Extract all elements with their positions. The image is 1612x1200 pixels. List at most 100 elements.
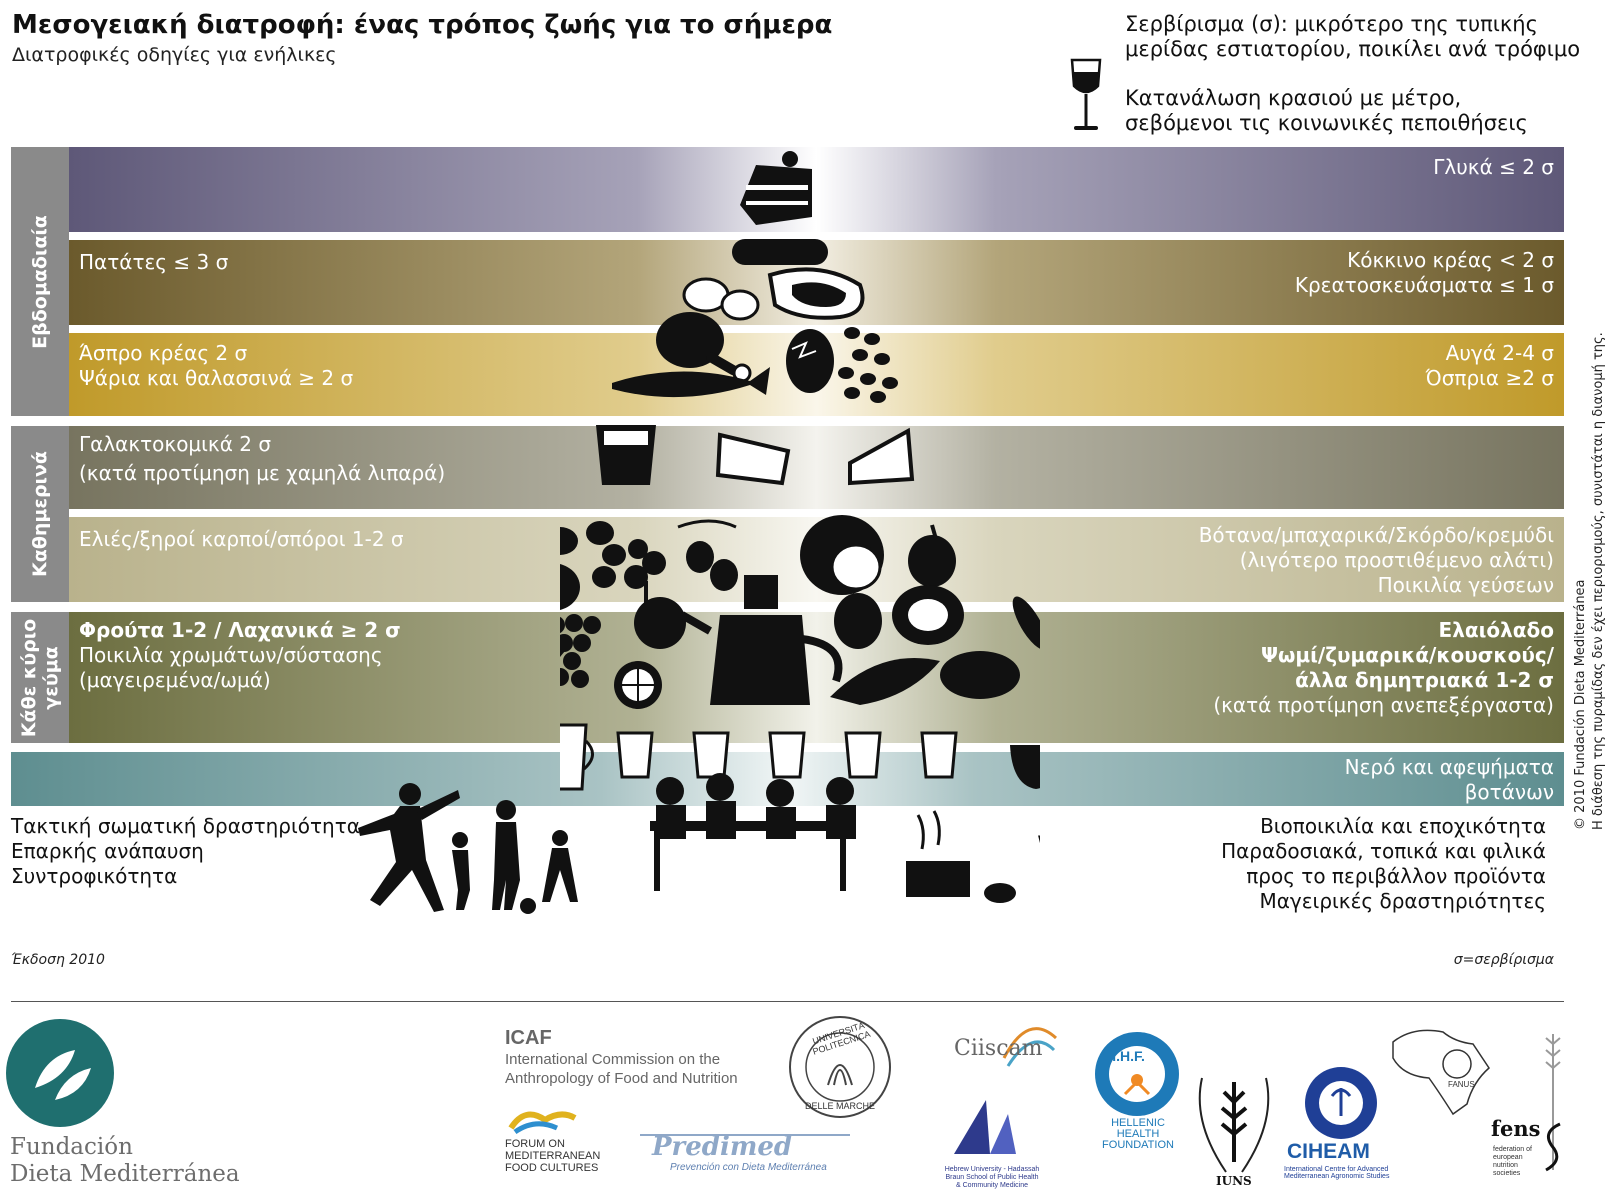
- ciheam-logo-sub: International Centre for Advanced Medite…: [1284, 1166, 1389, 1180]
- parsley-icon: [624, 539, 666, 607]
- lifestyle-left: Τακτική σωματική δραστηριότητα Επαρκής α…: [11, 814, 360, 889]
- ciheam-logo-text: CIHEAM: [1287, 1140, 1370, 1163]
- band-olives-right-1: Βότανα/μπαχαρικά/Σκόρδο/κρεμύδι: [1198, 523, 1554, 547]
- band-dairy-left-1: Γαλακτοκομικά 2 σ: [79, 432, 272, 456]
- band-fruits-right-1: Ελαιόλαδο: [1438, 618, 1554, 642]
- fanus-logo-text: FANUS: [1448, 1080, 1475, 1089]
- side-label-every-meal-line2: γεύμα: [40, 645, 62, 710]
- fens-logo-sub2: european: [1493, 1154, 1523, 1161]
- wine-glass-icon: [1070, 58, 1102, 130]
- apple-icon: [634, 597, 686, 649]
- band-meat-right-1: Κόκκινο κρέας < 2 σ: [1347, 248, 1554, 272]
- band-fruits-right-3: άλλα δημητριακά 1-2 σ: [1295, 668, 1554, 692]
- icaf-logo-title: ICAF: [505, 1027, 552, 1049]
- band-white-meat-left-1: Άσπρο κρέας 2 σ: [79, 341, 248, 365]
- side-label-daily: Καθημερινά: [29, 451, 51, 577]
- serving-note: Σερβίρισμα (σ): μικρότερο της τυπικής με…: [1125, 12, 1595, 62]
- band-meat-right-2: Κρεατοσκευάσματα ≤ 1 σ: [1294, 273, 1554, 297]
- band-dairy-left: Γαλακτοκομικά 2 σ (κατά προτίμηση με χαμ…: [79, 432, 445, 486]
- olives-icon: [677, 519, 738, 591]
- predimed-logo-sub: Prevención con Dieta Mediterránea: [670, 1162, 827, 1173]
- physical-activity-icon: [358, 783, 578, 914]
- fens-logo-sub4: societies: [1493, 1170, 1521, 1177]
- ciiscam-logo: Ciiscam: [910, 1018, 1060, 1074]
- hebrew-university-logo-icon: [954, 1100, 1016, 1154]
- edition-label: Έκδοση 2010: [11, 952, 105, 968]
- band-sweets-right: Γλυκά ≤ 2 σ: [1433, 155, 1554, 179]
- band-olives-left: Ελιές/ξηροί καρποί/σπόροι 1-2 σ: [79, 527, 404, 551]
- iuns-logo-icon: [1198, 1077, 1270, 1173]
- band-fruits-left-3: (μαγειρεμένα/ωμά): [79, 668, 271, 692]
- sausage-icon: [732, 239, 828, 265]
- lifestyle-right-1: Βιοποικιλία και εποχικότητα: [1260, 814, 1546, 838]
- serving-note-line1: Σερβίρισμα (σ): μικρότερο της τυπικής: [1125, 12, 1538, 36]
- fdm-logo-line2: Dieta Mediterránea: [10, 1161, 240, 1187]
- onion-icon: [800, 515, 884, 595]
- footer-divider: [11, 1001, 1564, 1002]
- band-fruits-right: Ελαιόλαδο Ψωμί/ζυμαρικά/κουσκούς/ άλλα δ…: [1213, 618, 1554, 718]
- bread-icon: [940, 651, 1020, 699]
- steak-icon: [767, 267, 865, 320]
- band-fruits-left: Φρούτα 1-2 / Λαχανικά ≥ 2 σ Ποικιλία χρω…: [79, 618, 401, 693]
- band-fruits-left-2: Ποικιλία χρωμάτων/σύστασης: [79, 643, 383, 667]
- band-sweets: Γλυκά ≤ 2 σ: [69, 147, 1564, 232]
- predimed-logo: Predimed Prevención con Dieta Mediterrán…: [640, 1132, 850, 1173]
- hhf-logo-line1: HELLENIC: [1111, 1117, 1165, 1129]
- lifestyle-left-1: Τακτική σωματική δραστηριότητα: [11, 814, 360, 838]
- univpm-text-bottom: DELLE MARCHE: [804, 1101, 876, 1111]
- forum-logo-icon: [508, 1111, 577, 1135]
- fdm-logo-line1: Fundación: [10, 1134, 133, 1160]
- copyright-line1: © 2010 Fundación Dieta Mediterránea: [1573, 579, 1588, 830]
- ciiscam-swirl-icon: [1002, 1027, 1058, 1067]
- lifestyle-right-3: προς το περιβάλλον προϊόντα: [1246, 864, 1546, 888]
- forum-logo-line3: FOOD CULTURES: [505, 1162, 599, 1174]
- hebrew-university-logo-text: Hebrew University - Hadassah Braun Schoo…: [932, 1166, 1052, 1190]
- lifestyle-left-3: Συντροφικότητα: [11, 864, 178, 888]
- icaf-logo-line2: Anthropology of Food and Nutrition: [505, 1070, 738, 1087]
- lifestyle-left-2: Επαρκής ανάπαυση: [11, 839, 204, 863]
- ciheam-logo-icon: [1305, 1067, 1377, 1139]
- band-fruits: Φρούτα 1-2 / Λαχανικά ≥ 2 σ Ποικιλία χρω…: [69, 612, 1564, 743]
- band-olives-right-3: Ποικιλία γεύσεων: [1377, 573, 1554, 597]
- chard-icon: [830, 657, 940, 705]
- page-subtitle: Διατροφικές οδηγίες για ενήλικες: [12, 44, 337, 66]
- orange-icon: [614, 661, 662, 709]
- band-fruits-left-1: Φρούτα 1-2 / Λαχανικά ≥ 2 σ: [79, 618, 401, 642]
- forum-logo-line2: MEDITERRANEAN: [505, 1150, 601, 1162]
- water-jug-icon: [560, 723, 594, 791]
- nuts-icon: [560, 521, 626, 610]
- band-olives-right: Βότανα/μπαχαρικά/Σκόρδο/κρεμύδι (λιγότερ…: [1199, 523, 1554, 598]
- cake-icon: [740, 151, 812, 225]
- herbal-tea-cup-icon: [1010, 745, 1040, 789]
- cheese-icon: [715, 427, 915, 486]
- hhf-logo-line2: HEALTH: [1116, 1128, 1160, 1140]
- hhf-logo-text: HELLENIC HEALTH FOUNDATION: [1096, 1118, 1180, 1151]
- chicken-leg-icon: [656, 312, 752, 383]
- forum-logo-line1: FORUM ON: [505, 1138, 565, 1150]
- fens-logo-sub: federation of european nutrition societi…: [1493, 1146, 1532, 1178]
- hhf-logo-short: H.H.F.: [1106, 1048, 1145, 1064]
- band-fruits-right-2: Ψωμί/ζυμαρικά/κουσκούς/: [1261, 643, 1554, 667]
- band-meat-right: Κόκκινο κρέας < 2 σ Κρεατοσκευάσματα ≤ 1…: [1295, 248, 1554, 298]
- side-label-every-meal-box: Κάθε κύριο γεύμα: [11, 612, 69, 743]
- page-title: Μεσογειακή διατροφή: ένας τρόπος ζωής γι…: [12, 10, 833, 40]
- lifestyle-right-2: Παραδοσιακά, τοπικά και φιλικά: [1221, 839, 1546, 863]
- iuns-logo-text: IUNS: [1216, 1174, 1252, 1188]
- fdm-logo-icon: [6, 1019, 114, 1127]
- univpm-seal-icon: [789, 1016, 891, 1118]
- fens-logo-icon: [1545, 1034, 1561, 1172]
- hebrew-university-line1: Hebrew University - Hadassah: [944, 1166, 1040, 1173]
- band-water-right-2: βοτάνων: [1464, 780, 1554, 804]
- artichoke-icon: [834, 593, 882, 649]
- side-label-weekly-box: Εβδομαδιαία: [11, 147, 69, 416]
- forum-logo-text: FORUM ON MEDITERRANEAN FOOD CULTURES: [505, 1138, 600, 1174]
- lettuce-icon: [892, 585, 964, 645]
- band-meat: Πατάτες ≤ 3 σ Κόκκινο κρέας < 2 σ Κρεατο…: [69, 240, 1564, 325]
- icaf-logo: ICAF International Commission on the Ant…: [505, 1027, 738, 1088]
- ciheam-logo-line2: Mediterranean Agronomic Studies: [1284, 1173, 1390, 1180]
- egg-icon: [786, 329, 834, 393]
- ciheam-logo-line1: International Centre for Advanced: [1284, 1166, 1389, 1173]
- grapes-icon: [560, 614, 601, 688]
- band-olives-right-2: (λιγότερο προστιθέμενο αλάτι): [1239, 548, 1554, 572]
- wheat-icon: [1012, 596, 1040, 650]
